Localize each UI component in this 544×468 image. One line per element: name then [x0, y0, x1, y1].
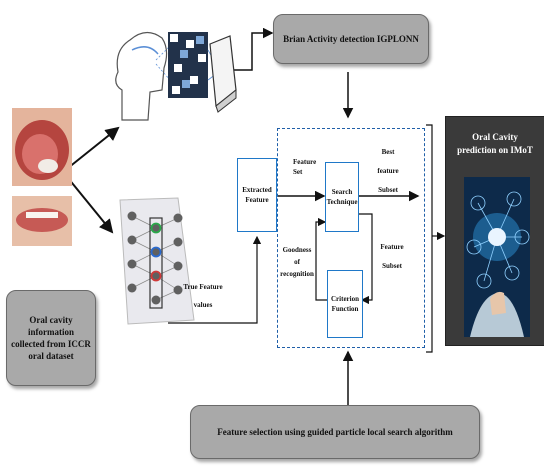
arrow-network-to-extracted	[168, 235, 262, 324]
goodness-of-recognition-label: Goodness of recognition	[280, 246, 314, 278]
criterion-function-label: Criterion Function	[331, 295, 359, 313]
feature-selection-region	[277, 128, 425, 348]
arrow-device-to-detection	[232, 27, 274, 71]
search-technique-box: Search Technique	[325, 162, 359, 232]
prediction-panel: Oral Cavity prediction on IMoT	[445, 116, 544, 346]
arrow-search-to-criterion	[357, 213, 373, 305]
prediction-title: Oral Cavity prediction on IMoT	[457, 132, 533, 155]
brain-activity-detection-box: Brian Activity detection IGPLONN	[273, 14, 429, 64]
oral-cavity-info-label: Oral cavity information collected from I…	[11, 315, 91, 361]
bracket	[426, 124, 433, 353]
extracted-feature-label: Extracted Feature	[242, 186, 272, 204]
arrow-criterion-to-search	[315, 217, 327, 301]
feature-subset-label: Feature Subset	[380, 243, 404, 270]
arrow-mouth-to-brain	[67, 126, 120, 169]
neural-network-icon	[118, 196, 196, 326]
feature-selection-label: Feature selection using guided particle …	[217, 427, 453, 437]
feature-selection-box: Feature selection using guided particle …	[190, 405, 480, 459]
oral-cavity-info-box: Oral cavity information collected from I…	[6, 290, 96, 386]
search-technique-label: Search Technique	[326, 188, 358, 206]
best-feature-subset-label: Best feature Subset	[377, 148, 399, 194]
iot-network-icon	[464, 177, 530, 337]
brain-activity-detection-label: Brian Activity detection IGPLONN	[283, 34, 419, 44]
true-feature-values-label: True Feature values	[183, 283, 223, 309]
feature-set-label: Feature Set	[293, 158, 317, 176]
arrow-mouth-to-network	[67, 177, 114, 234]
oral-cavity-photo	[12, 108, 72, 246]
brain-scan-icon	[112, 20, 237, 125]
criterion-function-box: Criterion Function	[327, 270, 363, 338]
extracted-feature-box: Extracted Feature	[237, 158, 277, 232]
